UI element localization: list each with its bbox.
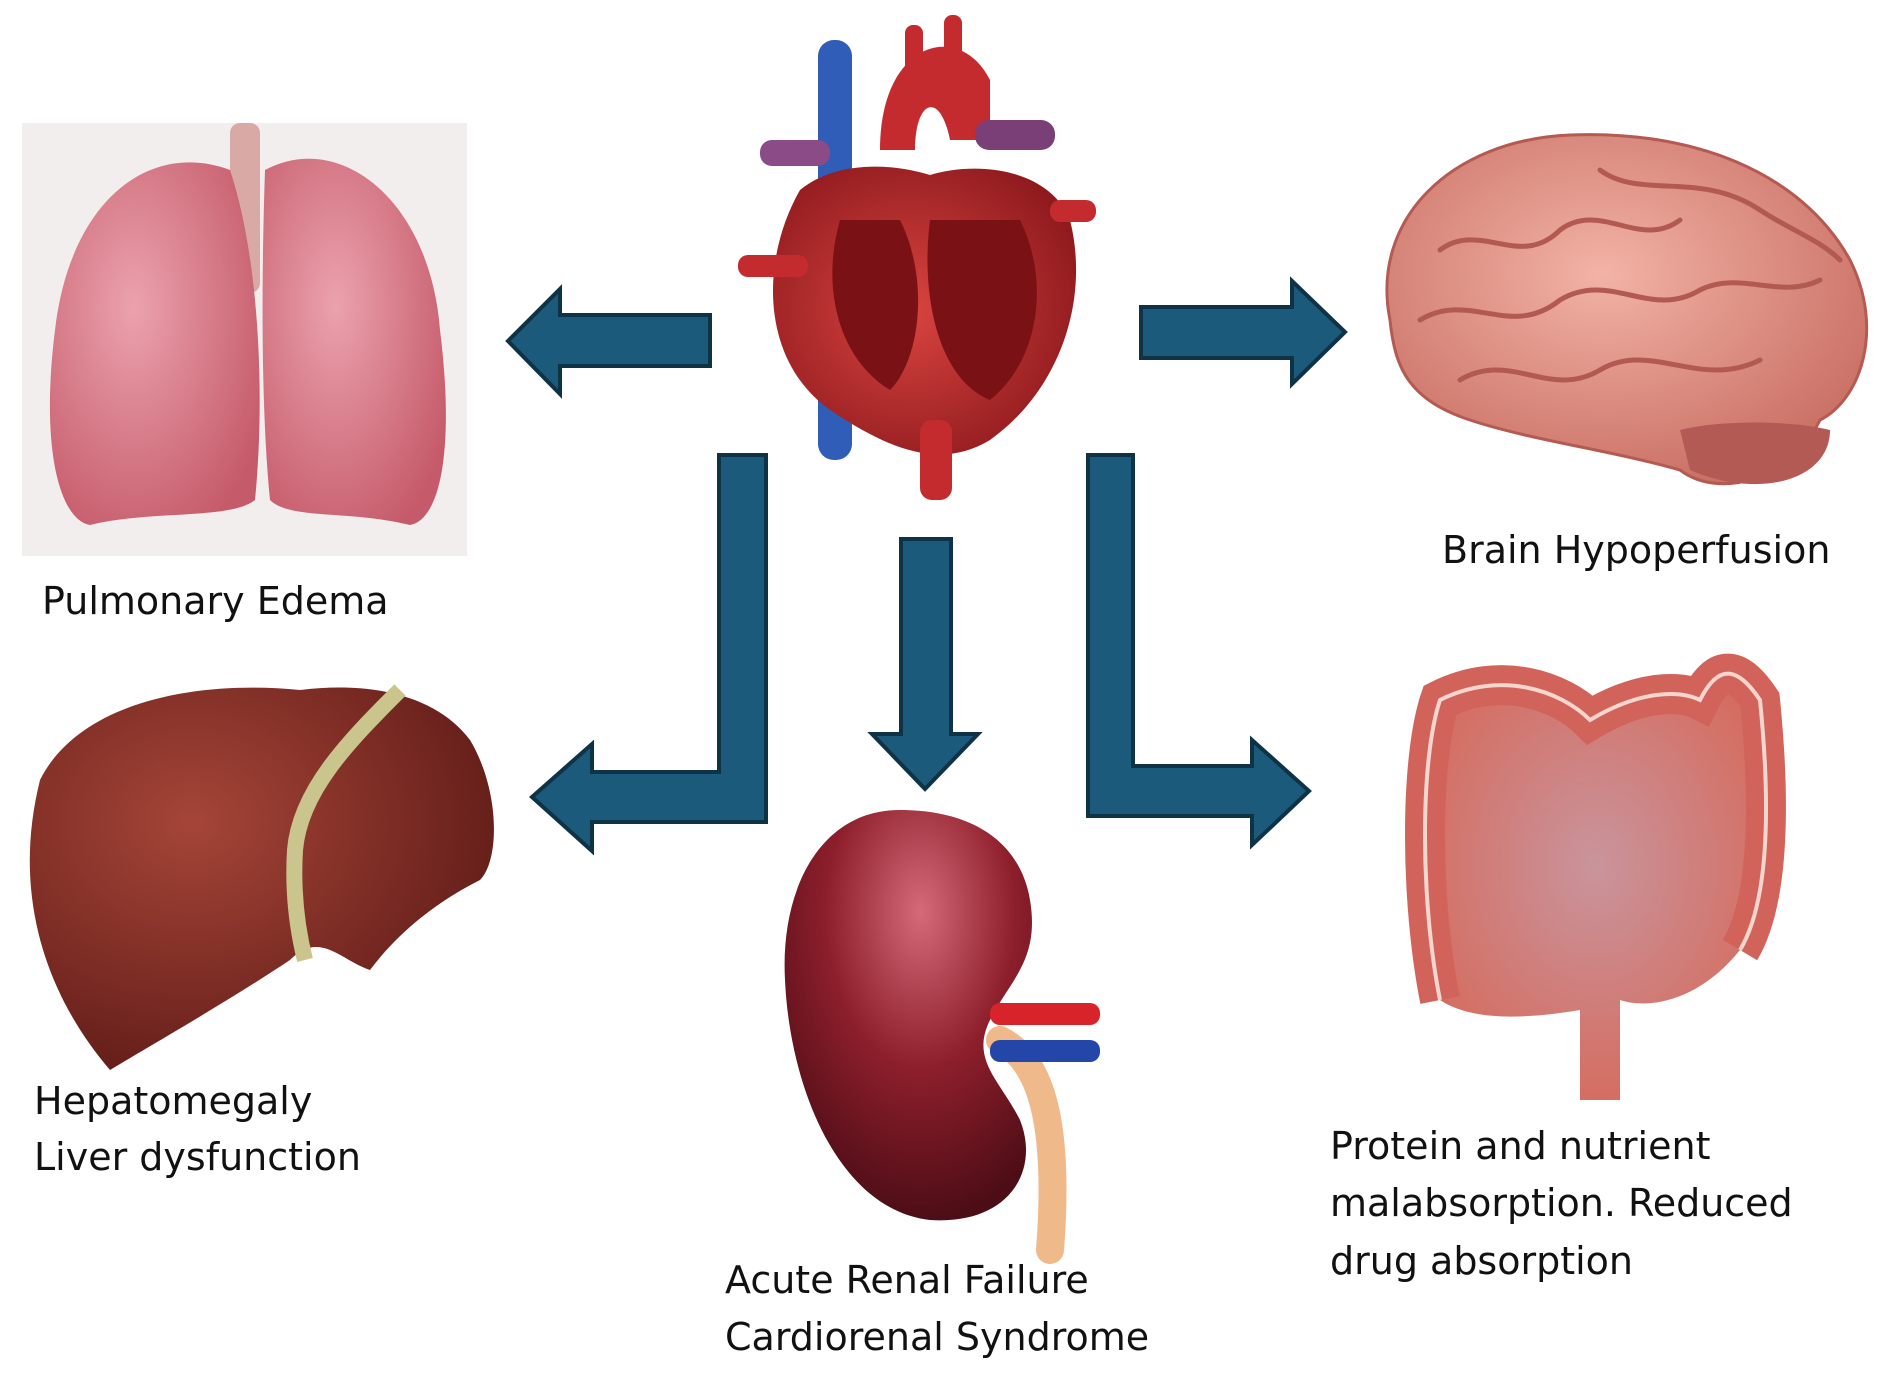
- label-malabsorption-line1: Protein and nutrient: [1330, 1124, 1710, 1168]
- arrow-to-liver: [528, 453, 768, 856]
- intestine-image: [1405, 653, 1786, 1100]
- brain-image: [1385, 133, 1869, 486]
- label-malabsorption-line3: drug absorption: [1330, 1239, 1633, 1283]
- arrow-to-intestine: [1086, 453, 1312, 850]
- label-liver-dysfunction: Liver dysfunction: [34, 1135, 361, 1179]
- liver-image: [29, 684, 494, 1070]
- label-cardiorenal-syndrome: Cardiorenal Syndrome: [725, 1315, 1149, 1359]
- label-hepatomegaly: Hepatomegaly: [34, 1079, 312, 1123]
- heart-image: [738, 15, 1096, 500]
- label-acute-renal-failure: Acute Renal Failure: [725, 1258, 1089, 1302]
- arrow-to-kidney: [867, 537, 983, 792]
- kidney-image: [784, 810, 1100, 1264]
- label-brain-hypoperfusion: Brain Hypoperfusion: [1442, 528, 1830, 572]
- label-pulmonary-edema: Pulmonary Edema: [42, 579, 389, 623]
- lungs-image: [22, 123, 467, 556]
- arrow-to-brain: [1139, 276, 1348, 389]
- arrow-to-lungs: [505, 284, 712, 399]
- label-malabsorption-line2: malabsorption. Reduced: [1330, 1181, 1793, 1225]
